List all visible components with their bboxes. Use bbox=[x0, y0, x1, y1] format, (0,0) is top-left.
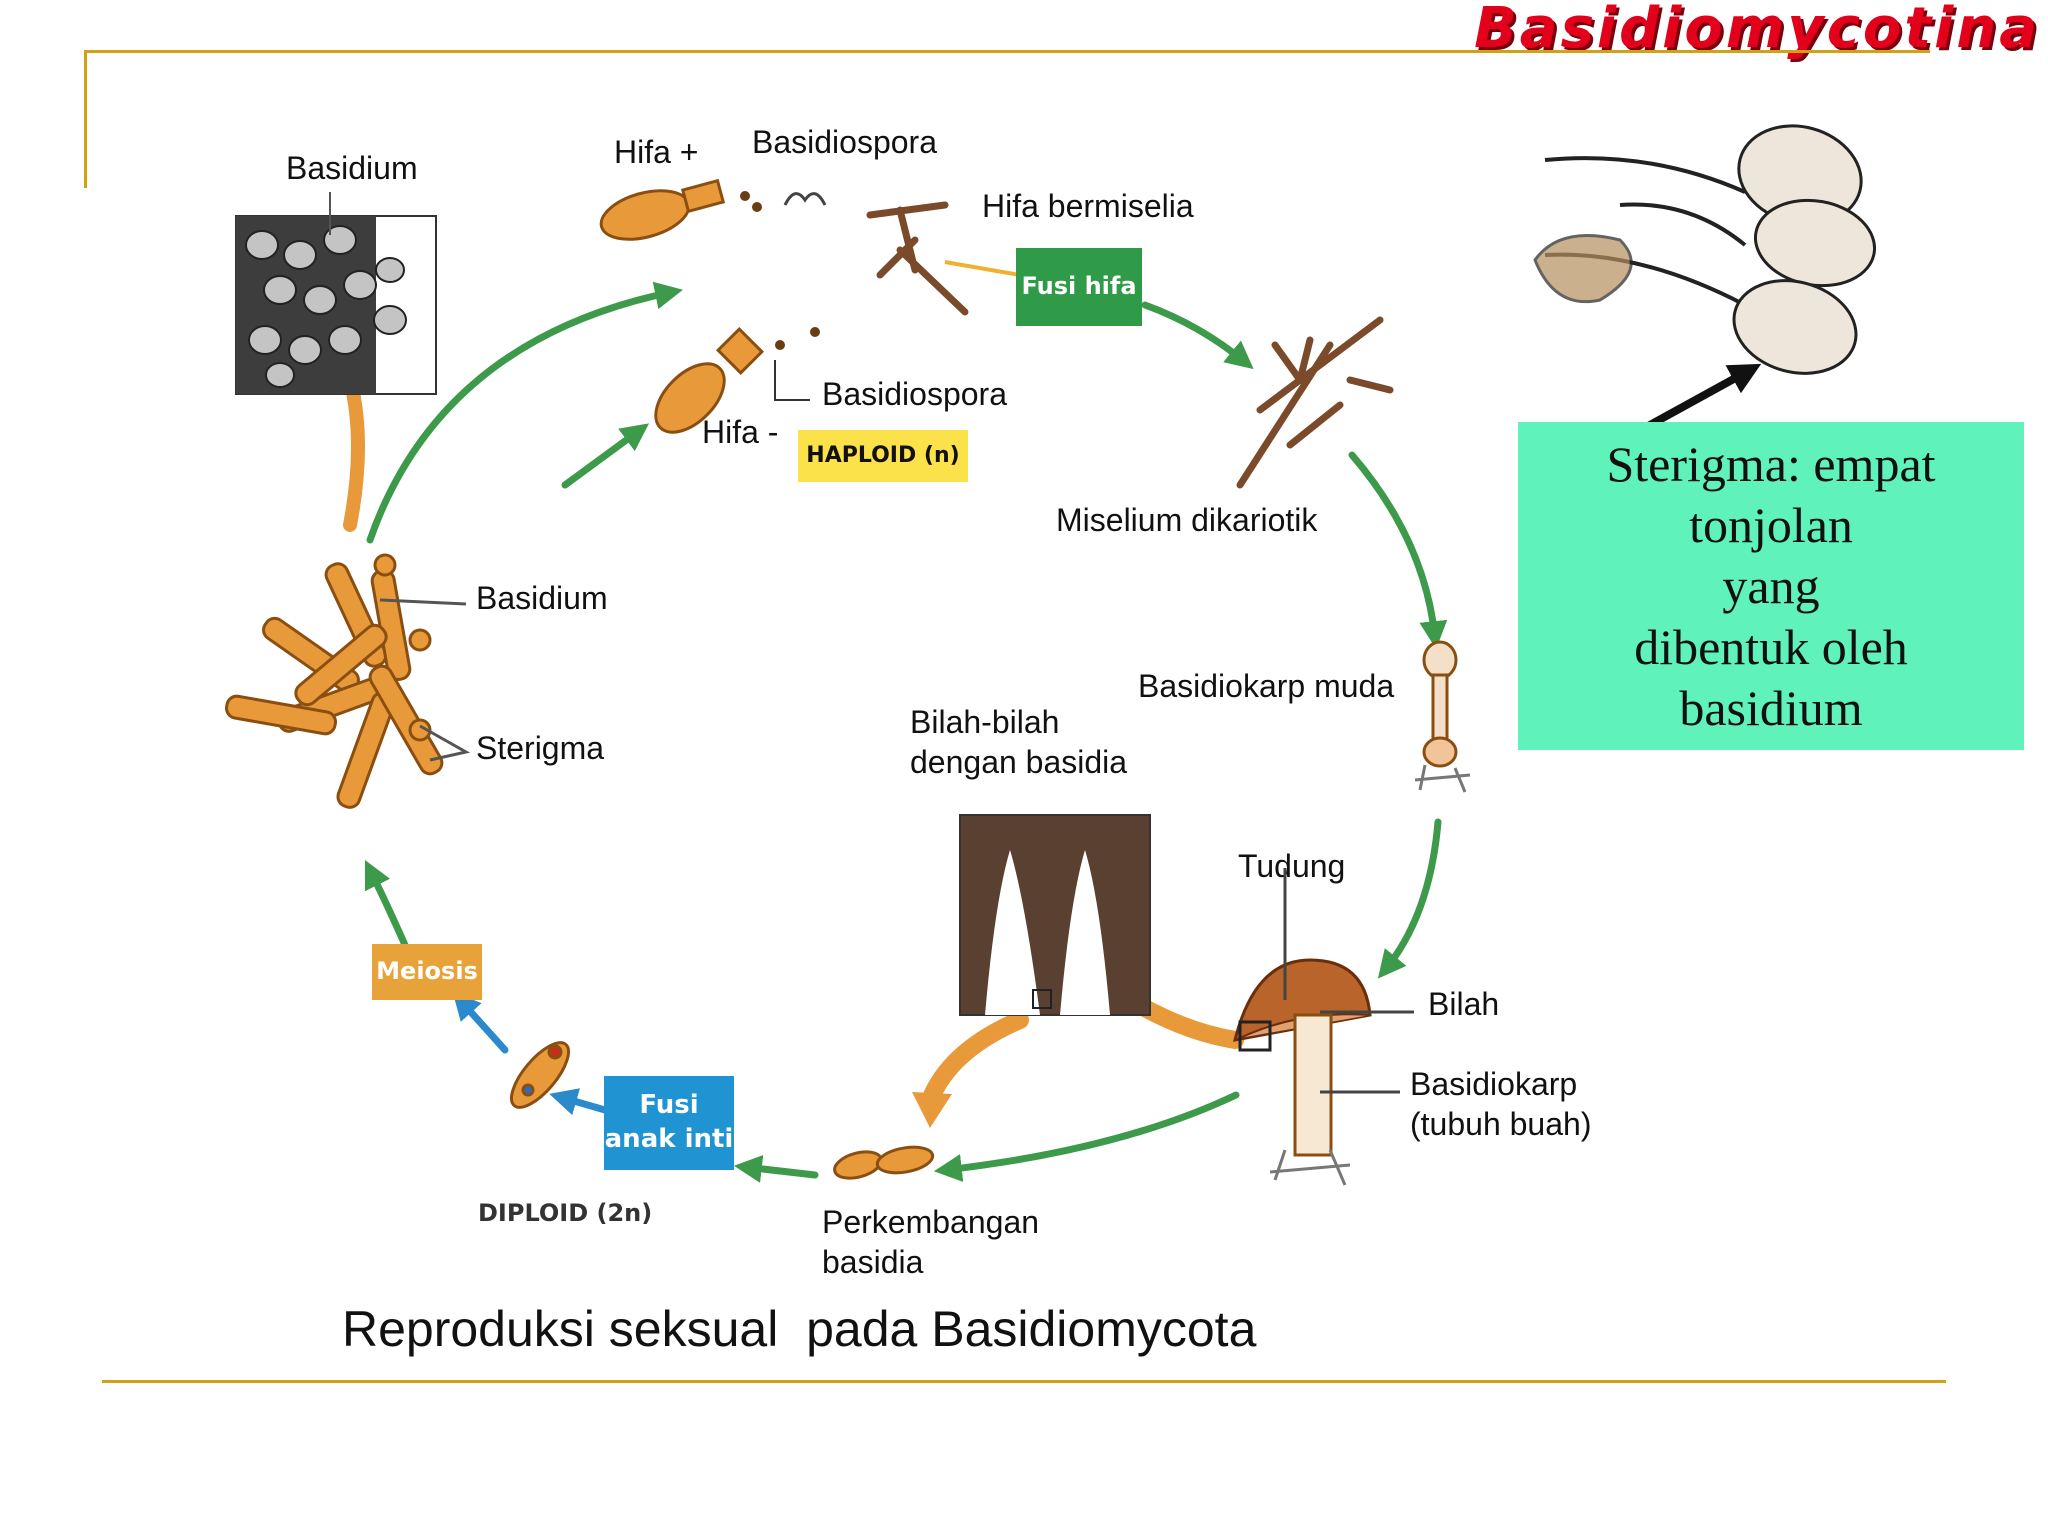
arrow-dewasa-to-perkembangan bbox=[933, 1091, 1240, 1182]
perkembangan-figure bbox=[833, 1145, 935, 1180]
arrow-to-hifa-minus bbox=[561, 423, 650, 489]
zigot-figure bbox=[510, 1041, 570, 1109]
label-perkembangan-line2: basidia bbox=[822, 1244, 924, 1280]
blue-arrows bbox=[452, 991, 609, 1116]
note-line-1: Sterigma: empat bbox=[1606, 435, 1936, 492]
sterigma-note-box: Sterigma: empat tonjolan yang dibentuk o… bbox=[1518, 422, 2024, 750]
label-hifa-bermiselia: Hifa bermiselia bbox=[982, 188, 1194, 224]
hifa-minus-figure bbox=[654, 326, 820, 434]
label-hifa-minus: Hifa - bbox=[702, 414, 779, 450]
label-basidiokarp-line2: (tubuh buah) bbox=[1410, 1106, 1592, 1142]
arrow-muda-to-dewasa bbox=[1377, 818, 1442, 979]
basidium-photo bbox=[235, 192, 437, 395]
left-rule bbox=[84, 50, 87, 188]
note-line-5: basidium bbox=[1679, 679, 1863, 736]
basidiokarp-muda-figure bbox=[1414, 640, 1471, 793]
label-basidiokarp-line1: Basidiokarp bbox=[1410, 1066, 1578, 1102]
label-miselium-dikariotik: Miselium dikariotik bbox=[1056, 502, 1318, 538]
sterigma-inset bbox=[1533, 124, 1877, 375]
label-bilah-bilah: Bilah-bilah dengan basidia bbox=[910, 702, 1127, 782]
label-tudung: Tudung bbox=[1238, 848, 1346, 884]
basidiokarp-figure bbox=[1232, 958, 1372, 1186]
arrow-fusi-to-miselium bbox=[1141, 301, 1254, 370]
basidia-cluster bbox=[225, 553, 444, 809]
diagram-caption: Reproduksi seksual pada Basidiomycota bbox=[342, 1301, 1257, 1357]
note-line-2: tonjolan bbox=[1689, 496, 1853, 553]
arrow-perkembangan-to-fusi bbox=[733, 1154, 819, 1183]
diploid-label: DIPLOID (2n) bbox=[478, 1199, 653, 1227]
note-line-4: dibentuk oleh bbox=[1634, 618, 1908, 675]
arrow-miselium-to-basidiokarp bbox=[1348, 451, 1448, 650]
label-perkembangan-line1: Perkembangan bbox=[822, 1204, 1040, 1240]
fusi-anak-inti-tag: Fusi anak inti bbox=[604, 1076, 734, 1170]
miselium-figure bbox=[1236, 316, 1394, 489]
fusi-anak-inti-line1: Fusi bbox=[639, 1090, 699, 1121]
label-basidium-mid: Basidium bbox=[476, 580, 608, 616]
arrow-meiosis-to-basidium bbox=[364, 859, 409, 949]
arrow-closeup-to-perkembangan-head bbox=[912, 1092, 952, 1128]
arrow-zigot-to-meiosis bbox=[452, 991, 509, 1054]
bilah-closeup bbox=[959, 814, 1151, 1016]
hifa-bermiselia-figure bbox=[866, 201, 969, 316]
meiosis-tag: Meiosis bbox=[372, 944, 482, 1000]
fusi-anak-inti-line2: anak inti bbox=[604, 1124, 734, 1154]
arrow-closeup-to-perkembangan bbox=[921, 1011, 1029, 1109]
label-basidiospora-top: Basidiospora bbox=[752, 124, 937, 160]
bottom-rule bbox=[102, 1380, 1946, 1383]
label-basidiokarp: Basidiokarp (tubuh buah) bbox=[1410, 1064, 1591, 1144]
label-basidium-top: Basidium bbox=[286, 150, 418, 186]
label-bilah-bilah-line2: dengan basidia bbox=[910, 744, 1128, 780]
note-line-3: yang bbox=[1722, 557, 1820, 614]
label-bilah-bilah-line1: Bilah-bilah bbox=[910, 704, 1060, 740]
cycle-arrows bbox=[364, 281, 1448, 1183]
label-sterigma: Sterigma bbox=[476, 730, 605, 766]
fusi-hifa-tag: Fusi hifa bbox=[1016, 248, 1142, 326]
label-hifa-plus: Hifa + bbox=[614, 134, 699, 170]
arrow-fusi-inti-to-zigot bbox=[549, 1088, 609, 1116]
haploid-tag: HAPLOID (n) bbox=[798, 430, 968, 482]
label-perkembangan-basidia: Perkembangan basidia bbox=[822, 1202, 1039, 1282]
label-bilah: Bilah bbox=[1428, 986, 1500, 1022]
top-rule bbox=[84, 50, 1930, 53]
label-basidiokarp-muda: Basidiokarp muda bbox=[1138, 668, 1395, 704]
label-basidiospora-mid: Basidiospora bbox=[822, 376, 1007, 412]
arrow-basidium-to-hifa bbox=[366, 281, 683, 544]
hifa-plus-figure bbox=[599, 178, 827, 241]
